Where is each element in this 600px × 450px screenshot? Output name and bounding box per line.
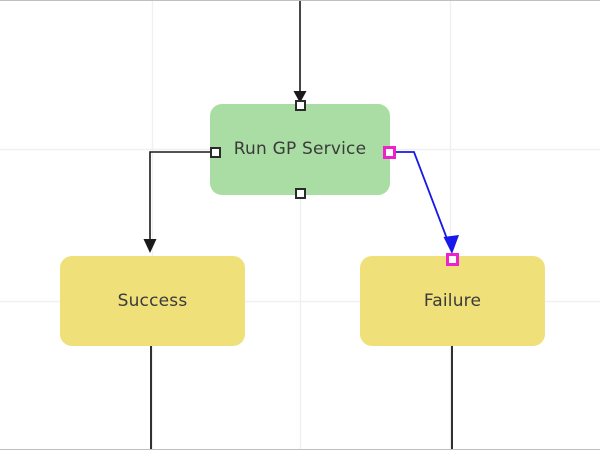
node-label: Success bbox=[117, 290, 188, 311]
port-left-run-gp-service[interactable] bbox=[209, 146, 221, 158]
arrowhead-icon bbox=[443, 235, 459, 254]
node-label: Run GP Service bbox=[233, 139, 367, 159]
node-success[interactable]: Success bbox=[60, 256, 245, 346]
node-run-gp-service[interactable]: Run GP Service bbox=[210, 104, 390, 195]
port-bottom-run-gp-service[interactable] bbox=[294, 187, 306, 199]
arrowhead-icon bbox=[143, 239, 157, 253]
port-top-failure[interactable] bbox=[445, 252, 459, 266]
arrowhead-icon bbox=[293, 91, 307, 103]
port-top-run-gp-service[interactable] bbox=[294, 99, 306, 111]
edge-to-failure[interactable] bbox=[396, 151, 459, 254]
port-right-run-gp-service[interactable] bbox=[383, 145, 396, 159]
edge-to-success[interactable] bbox=[143, 151, 212, 253]
node-failure[interactable]: Failure bbox=[360, 256, 545, 346]
node-label: Failure bbox=[423, 290, 482, 311]
edge-incoming-top[interactable] bbox=[293, 1, 307, 103]
